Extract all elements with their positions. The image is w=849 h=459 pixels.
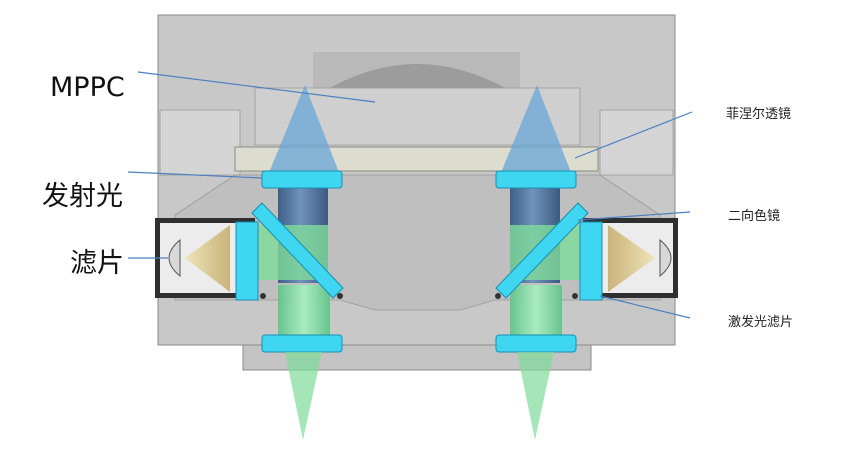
fresnel-dome	[330, 64, 505, 88]
left-filter	[235, 221, 259, 301]
screw-dot	[337, 293, 343, 299]
left-lower-cyan-lens	[261, 334, 343, 353]
left-led-cone	[185, 225, 230, 292]
left-cyan-lens	[261, 170, 343, 189]
right-led-cone	[608, 225, 655, 292]
leader-lines	[127, 71, 693, 319]
left-dichroic-mirror	[251, 202, 344, 299]
screw-dot	[572, 293, 578, 299]
right-cyan-lens	[495, 170, 577, 189]
right-side-block	[599, 109, 674, 176]
left-blue-beam	[268, 85, 340, 175]
screw-dot	[260, 293, 266, 299]
filter-label: 滤片	[70, 248, 124, 279]
right-blue-beam	[500, 85, 572, 175]
mppc-label: MPPC	[50, 72, 125, 103]
right-filter	[579, 221, 603, 301]
dichroic-mirror-label: 二向色镜	[728, 209, 781, 224]
upper-recess	[254, 87, 581, 146]
excitation-filter-label: 激发光滤片	[728, 315, 794, 330]
screw-dot	[495, 293, 501, 299]
right-dichroic-mirror	[495, 202, 589, 299]
right-led-dome	[659, 238, 672, 278]
right-green-beam	[517, 352, 554, 440]
emission-light-label: 发射光	[42, 181, 123, 212]
fresnel-lens-label: 菲涅尔透镜	[726, 107, 792, 122]
left-led-dome	[168, 238, 181, 278]
left-side-block	[159, 109, 241, 176]
right-lower-cyan-lens	[495, 334, 577, 353]
left-green-beam	[285, 352, 322, 440]
